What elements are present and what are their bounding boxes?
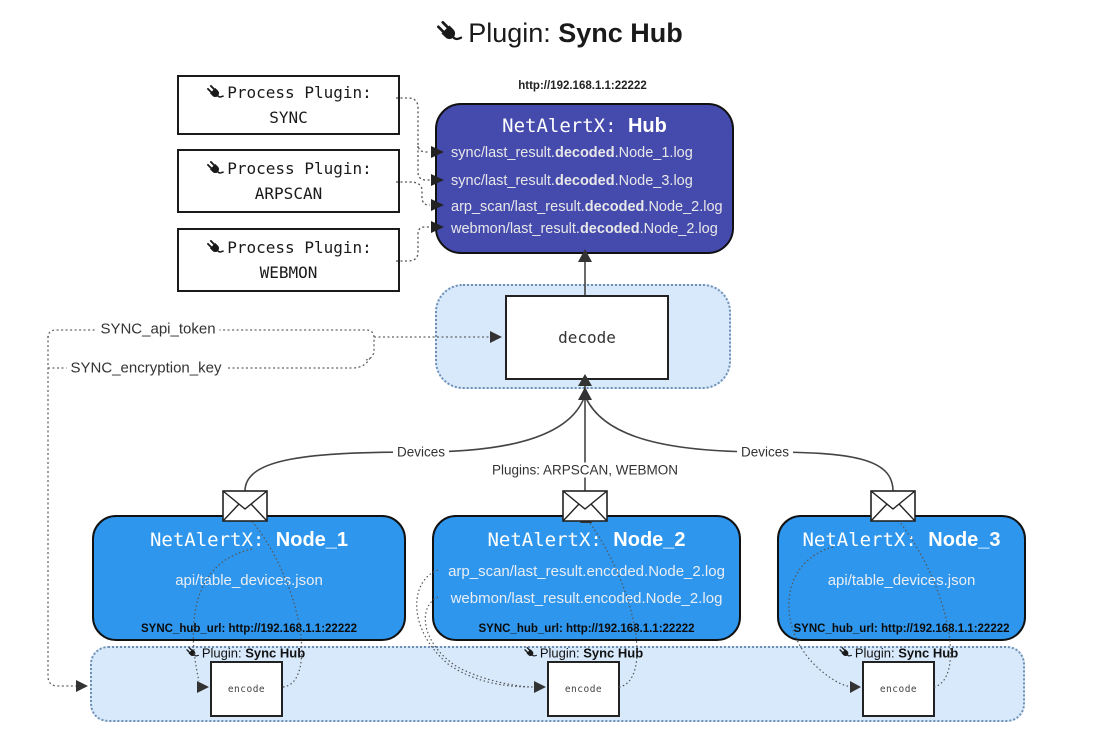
hub-url-label: http://192.168.1.1:22222: [518, 80, 647, 92]
sync-encryption-key-label: SYNC_encryption_key: [66, 359, 226, 377]
node-file: api/table_devices.json: [827, 572, 976, 589]
node-title: NetAlertX: Node_2: [487, 529, 686, 551]
plug-icon: [523, 646, 538, 661]
plug-icon: [205, 238, 225, 258]
process-plugin-name: ARPSCAN: [254, 184, 323, 203]
edge-keys-to-encoders: [47, 336, 76, 687]
hub-log-file: arp_scan/last_result.decoded.Node_2.log: [451, 199, 723, 215]
process-plugin-label: Process Plugin:: [205, 235, 372, 260]
encoder-plugin-label: Plugin: Sync Hub: [185, 646, 305, 661]
edge-sync-to-hub: [396, 97, 430, 153]
edge-label-devices-right: Devices: [736, 444, 794, 460]
hub-log-file: webmon/last_result.decoded.Node_2.log: [451, 221, 718, 237]
title-name: Sync Hub: [558, 18, 683, 48]
process-plugin-name: WEBMON: [259, 263, 318, 282]
process-plugin-sync: Process Plugin: SYNC: [177, 75, 400, 135]
node-file: arp_scan/last_result.encoded.Node_2.log: [448, 563, 725, 580]
title-prefix: Plugin:: [468, 18, 551, 48]
netalertx-node-3: NetAlertX: Node_3 api/table_devices.json…: [777, 515, 1026, 641]
process-plugin-arpscan: Process Plugin: ARPSCAN: [177, 149, 400, 213]
node-title: NetAlertX: Node_1: [149, 529, 349, 551]
node-hub-url: SYNC_hub_url: http://192.168.1.1:22222: [140, 623, 358, 635]
decode-box: decode: [505, 295, 669, 380]
arrowhead: [76, 680, 88, 692]
netalertx-node-1: NetAlertX: Node_1 api/table_devices.json…: [92, 515, 406, 641]
sync-api-token-label: SYNC_api_token: [96, 320, 220, 338]
node-file: webmon/last_result.encoded.Node_2.log: [450, 590, 723, 607]
encode-box-3: encode: [862, 661, 935, 717]
netalertx-node-2: NetAlertX: Node_2 arp_scan/last_result.e…: [432, 515, 741, 641]
edge-sync-to-hub2: [417, 146, 430, 181]
process-plugin-webmon: Process Plugin: WEBMON: [177, 228, 400, 292]
hub-log-file: sync/last_result.decoded.Node_1.log: [451, 145, 693, 161]
edge-label-devices-left: Devices: [392, 444, 450, 460]
netalertx-hub-node: NetAlertX: Hub sync/last_result.decoded.…: [435, 103, 734, 254]
node-file: api/table_devices.json: [175, 572, 323, 589]
hub-log-file: sync/last_result.decoded.Node_3.log: [451, 173, 693, 189]
process-plugin-name: SYNC: [269, 108, 308, 127]
encode-box-1: encode: [210, 661, 283, 717]
edge-arpscan-to-hub: [396, 181, 430, 206]
plug-icon: [205, 159, 225, 179]
page-title: Plugin: Sync Hub: [0, 18, 1117, 49]
encode-box-2: encode: [547, 661, 620, 717]
plug-icon: [185, 646, 200, 661]
plug-icon: [205, 83, 225, 103]
plug-icon: [434, 18, 464, 48]
node-title: NetAlertX: Node_3: [802, 529, 1001, 551]
encoder-plugin-label: Plugin: Sync Hub: [523, 646, 643, 661]
edge-label-plugins: Plugins: ARPSCAN, WEBMON: [487, 462, 683, 478]
hub-title: NetAlertX: Hub: [502, 115, 667, 137]
process-plugin-label: Process Plugin:: [205, 156, 372, 181]
node-hub-url: SYNC_hub_url: http://192.168.1.1:22222: [478, 623, 695, 635]
process-plugin-label: Process Plugin:: [205, 80, 372, 105]
edge-webmon-to-hub: [396, 226, 430, 262]
encoder-plugin-label: Plugin: Sync Hub: [838, 646, 958, 661]
plug-icon: [838, 646, 853, 661]
node-hub-url: SYNC_hub_url: http://192.168.1.1:22222: [793, 623, 1010, 635]
